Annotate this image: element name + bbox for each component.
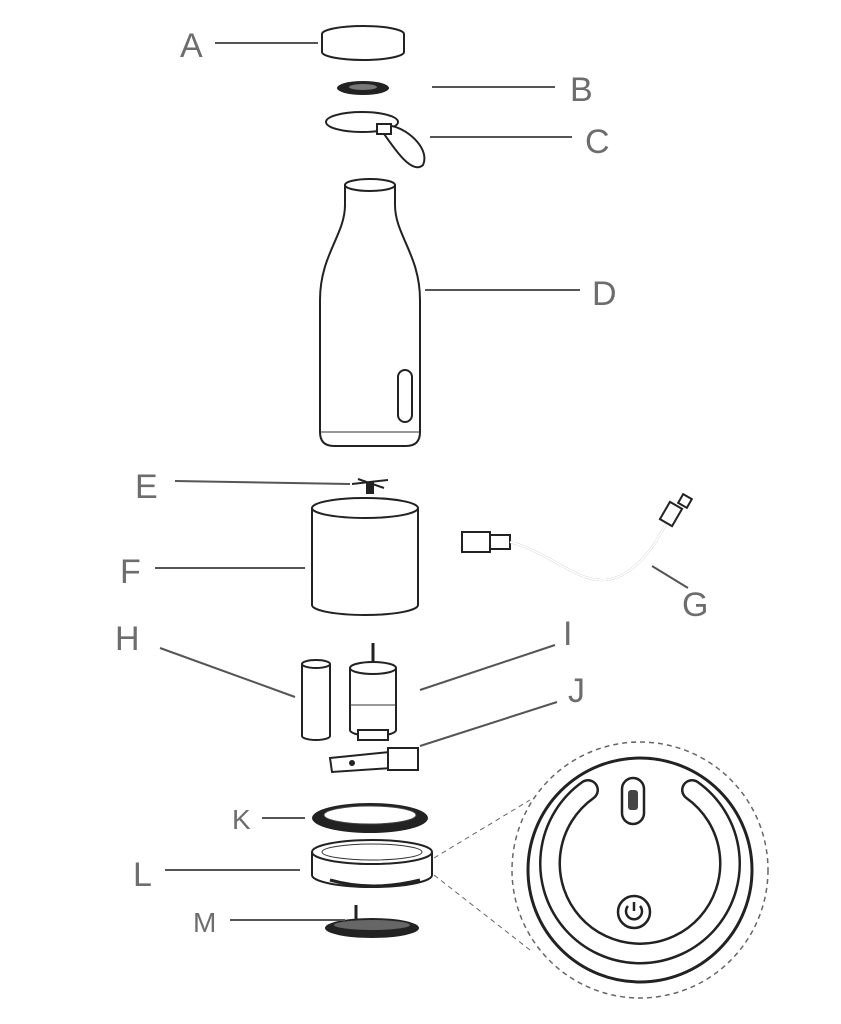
label-m: M (193, 907, 216, 938)
leader-i (419, 644, 556, 691)
part-i-motor (349, 643, 397, 741)
label-h: H (115, 620, 140, 658)
switch-slot-icon (620, 776, 646, 826)
label-c: C (585, 123, 610, 161)
leader-j (419, 701, 558, 747)
label-g: G (682, 586, 708, 624)
label-k: K (232, 804, 251, 835)
label-d: D (592, 275, 617, 313)
part-f-motor-housing (311, 497, 419, 616)
leader-h (159, 647, 296, 698)
leader-e (174, 480, 351, 485)
label-i: I (563, 615, 572, 653)
part-e-blade (351, 478, 389, 494)
part-a-lid (321, 25, 405, 61)
part-k-seal-ring (312, 803, 428, 833)
leader-g (651, 565, 689, 589)
part-d-bottle (319, 178, 421, 447)
part-b-gasket (337, 81, 389, 95)
label-f: F (120, 553, 141, 591)
part-m-bottom-cover (325, 905, 419, 938)
label-a: A (180, 27, 203, 65)
base-detail-callout (433, 741, 769, 999)
label-e: E (135, 468, 158, 506)
label-l: L (133, 856, 152, 894)
part-c-strap-ring (325, 111, 426, 169)
part-j-circuit-board (328, 747, 419, 774)
part-g-usb-cable (461, 492, 694, 582)
label-b: B (570, 71, 593, 109)
power-button-icon (616, 894, 652, 930)
label-j: J (568, 672, 585, 710)
part-l-base (311, 839, 433, 888)
part-h-battery (301, 659, 331, 741)
